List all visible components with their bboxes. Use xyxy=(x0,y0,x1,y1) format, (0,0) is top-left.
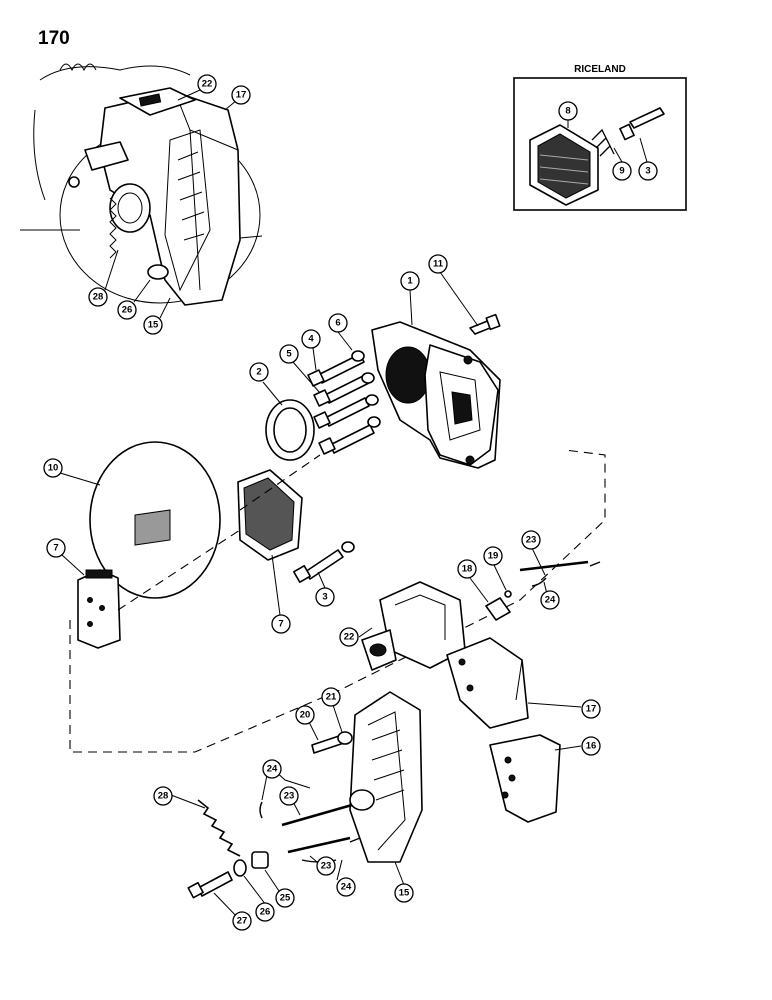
callout-6: 6 xyxy=(328,313,348,333)
svg-text:17: 17 xyxy=(586,704,597,715)
housing-part-1 xyxy=(371,321,501,469)
callout-7-center: 7 xyxy=(271,614,291,634)
callout-17-top: 17 xyxy=(231,85,251,105)
svg-text:28: 28 xyxy=(158,791,169,802)
callout-26-main: 26 xyxy=(255,902,275,922)
callout-25: 25 xyxy=(275,888,295,908)
callout-18: 18 xyxy=(457,559,477,579)
svg-text:24: 24 xyxy=(341,882,352,893)
callout-10: 10 xyxy=(43,458,63,478)
callout-16: 16 xyxy=(581,736,601,756)
svg-text:2: 2 xyxy=(256,367,261,378)
ball-part-19 xyxy=(504,590,512,598)
svg-text:15: 15 xyxy=(148,320,159,331)
callout-20: 20 xyxy=(295,705,315,725)
callout-24-top: 24 xyxy=(540,590,560,610)
svg-text:19: 19 xyxy=(488,551,499,562)
svg-text:9: 9 xyxy=(619,166,624,177)
callout-24-bottom: 24 xyxy=(336,877,356,897)
callout-15-main: 15 xyxy=(394,883,414,903)
svg-text:24: 24 xyxy=(267,764,278,775)
callout-21: 21 xyxy=(321,687,341,707)
pin-part-23 xyxy=(519,560,589,572)
callout-27: 27 xyxy=(232,911,252,931)
svg-text:26: 26 xyxy=(260,907,271,918)
svg-text:25: 25 xyxy=(280,893,291,904)
svg-text:5: 5 xyxy=(286,349,292,360)
svg-text:1: 1 xyxy=(407,276,413,287)
brake-pad-part-7-left xyxy=(77,569,121,649)
page-number: 170 xyxy=(38,28,70,49)
bolts-parts-4-5 xyxy=(307,350,381,455)
svg-text:6: 6 xyxy=(335,318,340,329)
svg-text:23: 23 xyxy=(526,535,537,546)
callout-28-main: 28 xyxy=(153,786,173,806)
callout-11: 11 xyxy=(428,254,448,274)
svg-text:21: 21 xyxy=(326,692,337,703)
seal-part-2 xyxy=(265,399,315,461)
callout-1: 1 xyxy=(400,271,420,291)
svg-text:18: 18 xyxy=(462,564,473,575)
callout-19: 19 xyxy=(483,546,503,566)
svg-text:11: 11 xyxy=(433,259,444,270)
svg-text:22: 22 xyxy=(344,632,355,643)
clip-part-18 xyxy=(485,597,511,621)
svg-text:15: 15 xyxy=(399,888,410,899)
svg-text:3: 3 xyxy=(645,166,650,177)
svg-text:22: 22 xyxy=(202,79,213,90)
brake-pad-part-7 xyxy=(237,469,303,561)
bracket-part-16 xyxy=(489,734,561,823)
callout-24-mid: 24 xyxy=(262,759,282,779)
callout-23-top: 23 xyxy=(521,530,541,550)
svg-text:8: 8 xyxy=(565,106,570,117)
assembled-brake-view xyxy=(20,63,263,306)
svg-text:27: 27 xyxy=(237,916,248,927)
riceland-inset: RICELAND xyxy=(513,64,687,211)
svg-text:20: 20 xyxy=(300,710,311,721)
svg-text:28: 28 xyxy=(93,292,104,303)
svg-text:4: 4 xyxy=(308,334,314,345)
svg-text:3: 3 xyxy=(322,592,327,603)
svg-text:23: 23 xyxy=(284,791,295,802)
svg-text:24: 24 xyxy=(545,595,556,606)
washer-part-21 xyxy=(337,731,353,745)
callout-9: 9 xyxy=(612,161,632,181)
washer-part-26 xyxy=(233,859,247,877)
svg-text:26: 26 xyxy=(122,305,133,316)
bolt-part-11 xyxy=(469,313,501,335)
callout-17-main: 17 xyxy=(581,699,601,719)
callout-23-mid: 23 xyxy=(279,786,299,806)
callout-3-main: 3 xyxy=(315,587,335,607)
bushing-part-25 xyxy=(251,851,269,869)
callout-22-main: 22 xyxy=(339,627,359,647)
callout-4: 4 xyxy=(301,329,321,349)
callout-8: 8 xyxy=(558,101,578,121)
inset-title: RICELAND xyxy=(574,64,626,75)
callout-5: 5 xyxy=(279,344,299,364)
disc-part-10 xyxy=(89,441,221,599)
caliper-part-15 xyxy=(349,691,423,863)
svg-text:23: 23 xyxy=(321,861,332,872)
callout-7-left: 7 xyxy=(46,538,66,558)
svg-text:17: 17 xyxy=(236,90,247,101)
callout-26-top: 26 xyxy=(117,300,137,320)
callout-28-top: 28 xyxy=(88,287,108,307)
svg-text:16: 16 xyxy=(586,741,597,752)
callout-23-bottom: 23 xyxy=(316,856,336,876)
callout-22-top: 22 xyxy=(197,74,217,94)
spring-part-28 xyxy=(197,799,241,857)
callout-15-top: 15 xyxy=(143,315,163,335)
svg-text:10: 10 xyxy=(48,463,59,474)
svg-text:7: 7 xyxy=(278,619,283,630)
callout-2: 2 xyxy=(249,362,269,382)
cover-part-17 xyxy=(446,637,529,729)
callout-3-inset: 3 xyxy=(638,161,658,181)
bolt-part-3 xyxy=(293,541,355,583)
svg-text:7: 7 xyxy=(53,543,58,554)
